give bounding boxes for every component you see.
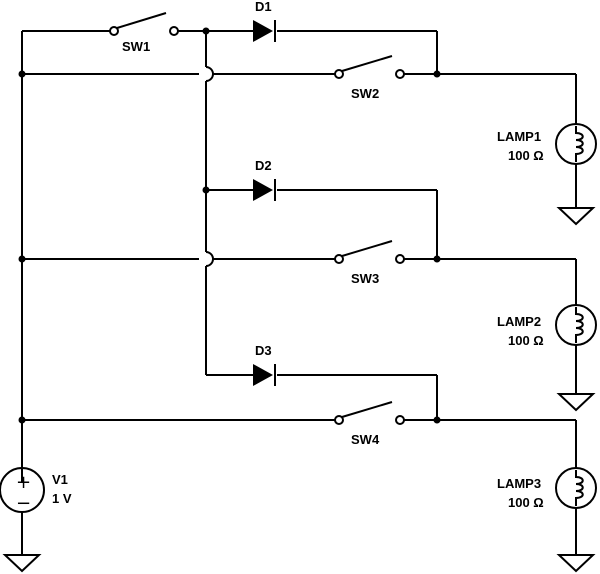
- switch-sw3: [334, 240, 405, 264]
- junction-node: [433, 70, 441, 78]
- diode-d1: [253, 20, 276, 42]
- v1-label: V1: [52, 472, 68, 487]
- v1-value: 1 V: [52, 491, 72, 506]
- v1-plus-sign: +: [16, 472, 31, 493]
- ground-icon: [556, 207, 596, 226]
- d3-label: D3: [255, 343, 272, 358]
- ground-icon: [2, 554, 42, 573]
- wire-row3: [22, 419, 577, 555]
- lamp2-icon: [555, 304, 597, 346]
- lamp1-value: 100 Ω: [508, 148, 544, 163]
- v1-minus-sign: −: [16, 493, 31, 514]
- voltage-source-v1: [0, 467, 45, 555]
- lamp3-icon: [555, 467, 597, 509]
- sw3-label: SW3: [351, 271, 379, 286]
- junction-node: [18, 255, 26, 263]
- d1-label: D1: [255, 0, 272, 14]
- diode-d3: [253, 364, 276, 386]
- wire-row1: [22, 73, 577, 208]
- wire-row2: [22, 258, 577, 394]
- junction-node: [18, 70, 26, 78]
- lamp2-value: 100 Ω: [508, 333, 544, 348]
- lamp2-label: LAMP2: [497, 314, 541, 329]
- d2-label: D2: [255, 158, 272, 173]
- wire-d2-out: [277, 189, 438, 259]
- junction-node: [202, 27, 210, 35]
- switch-sw4: [334, 401, 405, 425]
- junction-node: [433, 255, 441, 263]
- junction-node: [18, 416, 26, 424]
- sw2-label: SW2: [351, 86, 379, 101]
- lamp1-icon: [555, 123, 597, 165]
- sw1-label: SW1: [122, 39, 150, 54]
- junction-node: [433, 416, 441, 424]
- ground-icon: [556, 393, 596, 412]
- diode-d2: [253, 179, 276, 201]
- ground-icon: [556, 554, 596, 573]
- switch-sw2: [334, 55, 405, 79]
- wire-d3-out: [277, 374, 438, 420]
- lamp3-label: LAMP3: [497, 476, 541, 491]
- switch-sw1: [109, 12, 179, 36]
- sw4-label: SW4: [351, 432, 380, 447]
- lamp1-label: LAMP1: [497, 129, 541, 144]
- junction-node: [202, 186, 210, 194]
- wire-diode-bus: [205, 31, 253, 376]
- lamp3-value: 100 Ω: [508, 495, 544, 510]
